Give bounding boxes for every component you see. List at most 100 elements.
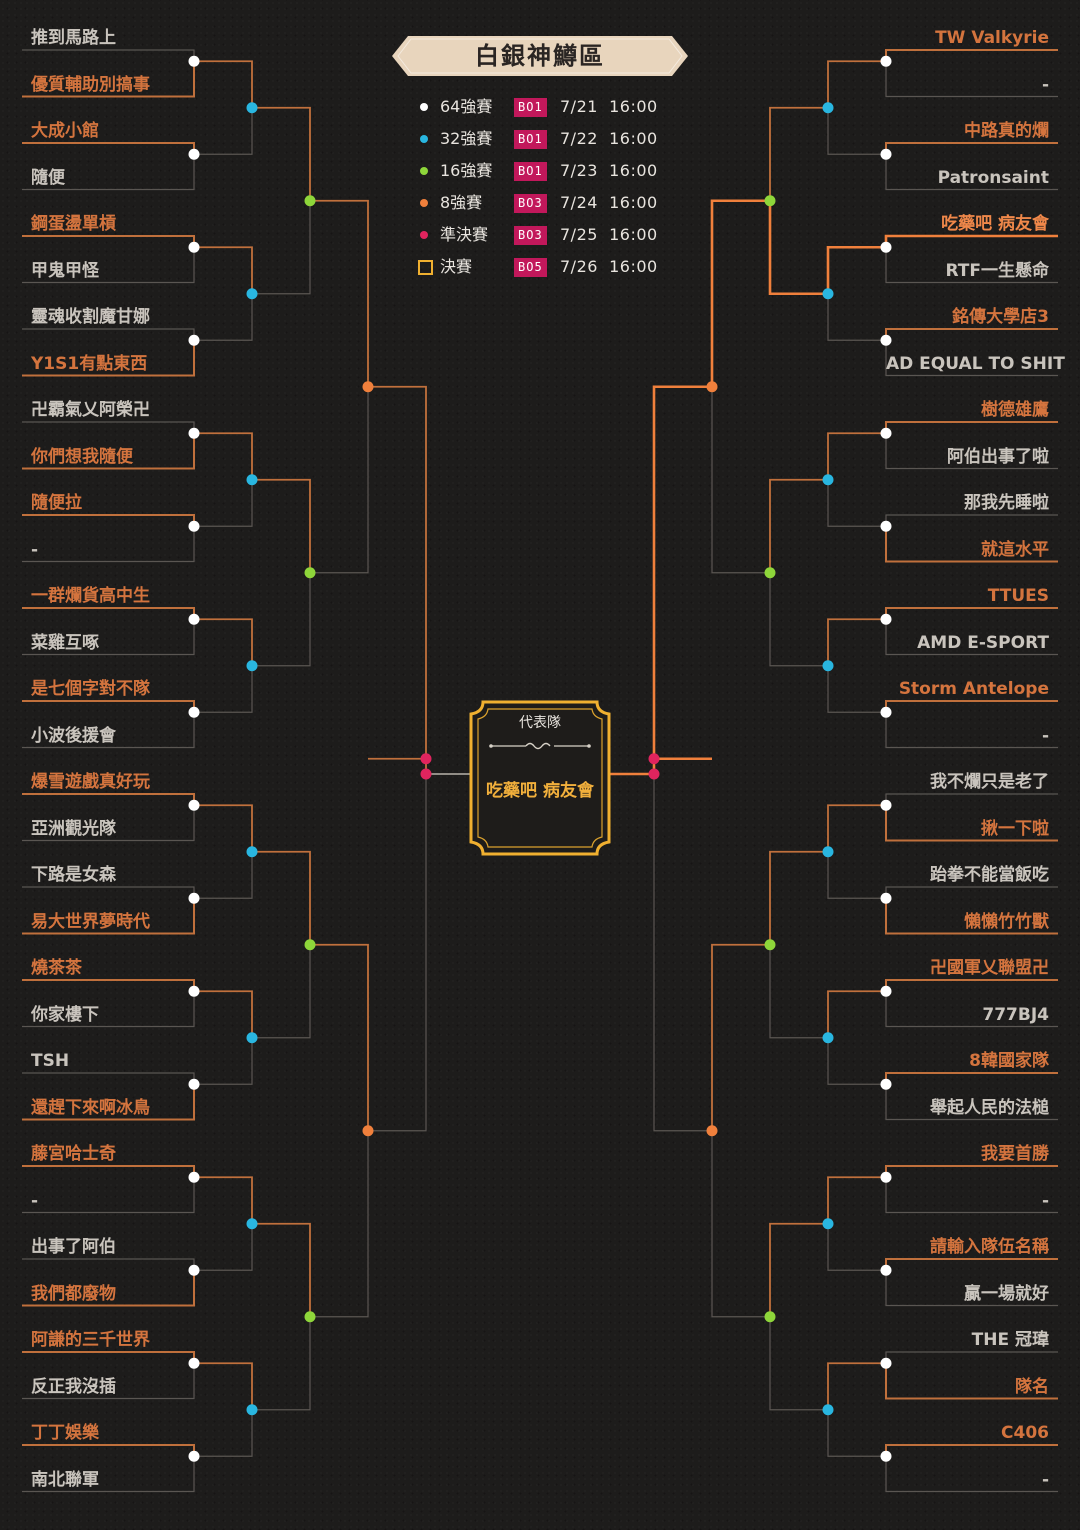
team-name: Storm Antelope	[898, 679, 1049, 699]
match-dot	[880, 799, 892, 811]
bracket-connector	[310, 943, 369, 1131]
team-name: 燒茶茶	[31, 958, 82, 978]
team-connector	[885, 247, 1058, 284]
team-name: 大成小館	[31, 121, 99, 141]
team-name: 那我先睡啦	[964, 493, 1049, 513]
bracket-connector	[194, 60, 253, 108]
team-name: -	[1041, 1469, 1049, 1490]
team-name: 甲鬼甲怪	[31, 260, 99, 281]
bracket-connector	[194, 990, 253, 1038]
legend-marker-icon	[420, 199, 428, 207]
team-name: 贏一場就好	[964, 1283, 1049, 1304]
legend-round-name: 64強賽	[440, 97, 493, 116]
match-dot	[822, 660, 834, 672]
bracket-connector	[194, 293, 253, 341]
team-name: 推到馬路上	[31, 28, 116, 48]
bracket-connector	[827, 618, 886, 666]
team-connector	[22, 526, 195, 563]
bracket-connector	[827, 1176, 886, 1224]
legend-marker-icon	[420, 231, 428, 239]
team-connector	[22, 154, 195, 191]
team-name: 請輸入隊伍名稱	[930, 1237, 1049, 1257]
team-connector	[885, 433, 1058, 470]
legend-round-name: 16強賽	[440, 161, 493, 180]
bracket-connector	[310, 1130, 369, 1318]
bracket-connector	[827, 1223, 886, 1271]
team-connector	[885, 1084, 1058, 1121]
bracket-connector	[194, 618, 253, 666]
team-connector	[22, 61, 195, 98]
match-dot	[188, 520, 200, 532]
bracket-connector	[827, 293, 886, 341]
team-name: 隨便	[31, 167, 65, 188]
match-dot	[822, 1218, 834, 1230]
team-name: 你家樓下	[31, 1004, 99, 1025]
bracket-connector	[194, 107, 253, 155]
team-connector	[885, 712, 1058, 749]
bracket-connector	[194, 804, 253, 852]
team-connector	[22, 1270, 195, 1307]
legend-date: 7/24 16:00	[560, 193, 658, 212]
team-connector	[22, 991, 195, 1028]
bracket-connector	[711, 943, 770, 1131]
match-dot	[880, 520, 892, 532]
bracket-connector	[827, 479, 886, 527]
bracket-connector	[653, 758, 712, 1132]
team-connector	[22, 619, 195, 656]
bracket-connector	[711, 1130, 770, 1318]
bracket-connector	[252, 944, 311, 1039]
team-name: 是七個字對不隊	[31, 679, 150, 699]
bracket-connector	[768, 200, 828, 296]
match-dot	[246, 1218, 258, 1230]
team-name: 8韓國家隊	[969, 1051, 1049, 1071]
match-dot	[880, 241, 892, 253]
match-dot	[188, 1450, 200, 1462]
champion-frame	[469, 700, 611, 856]
match-dot	[188, 613, 200, 625]
match-dot	[764, 1311, 776, 1323]
match-dot	[822, 1404, 834, 1416]
match-dot	[246, 1404, 258, 1416]
team-name: C406	[1001, 1423, 1049, 1443]
team-connector	[885, 991, 1058, 1028]
match-dot	[648, 753, 660, 765]
team-connector	[22, 340, 195, 377]
match-dot	[880, 706, 892, 718]
bracket-connector	[194, 1176, 253, 1224]
match-dot	[822, 846, 834, 858]
bracket-connector	[827, 1409, 886, 1457]
match-dot	[880, 613, 892, 625]
bracket-connector	[252, 200, 311, 295]
bracket-connector	[769, 572, 828, 667]
team-connector	[885, 526, 1058, 563]
team-name: 亞洲觀光隊	[31, 818, 116, 839]
bracket-connector	[368, 758, 427, 1132]
team-name: TW Valkyrie	[935, 28, 1049, 48]
match-dot	[764, 939, 776, 951]
legend-round-name: 準決賽	[440, 225, 489, 244]
team-connector	[22, 433, 195, 470]
bracket-connector	[827, 851, 886, 899]
match-dot	[188, 706, 200, 718]
team-name: 下路是女森	[31, 865, 116, 885]
match-dot	[188, 1264, 200, 1276]
team-connector	[885, 1177, 1058, 1214]
bracket-connector	[827, 432, 886, 480]
team-name: AMD E-SPORT	[917, 632, 1049, 653]
team-name: -	[31, 1190, 39, 1211]
bracket-connector	[827, 804, 886, 852]
team-connector	[22, 712, 195, 749]
team-connector	[885, 805, 1058, 842]
team-connector	[885, 61, 1058, 98]
bracket-connector	[194, 432, 253, 480]
match-dot	[188, 241, 200, 253]
match-dot	[822, 288, 834, 300]
bracket-connector	[194, 1223, 253, 1271]
legend-date: 7/21 16:00	[560, 97, 658, 116]
semifinal-dot	[420, 768, 432, 780]
team-connector	[22, 1363, 195, 1400]
team-connector	[22, 1177, 195, 1214]
